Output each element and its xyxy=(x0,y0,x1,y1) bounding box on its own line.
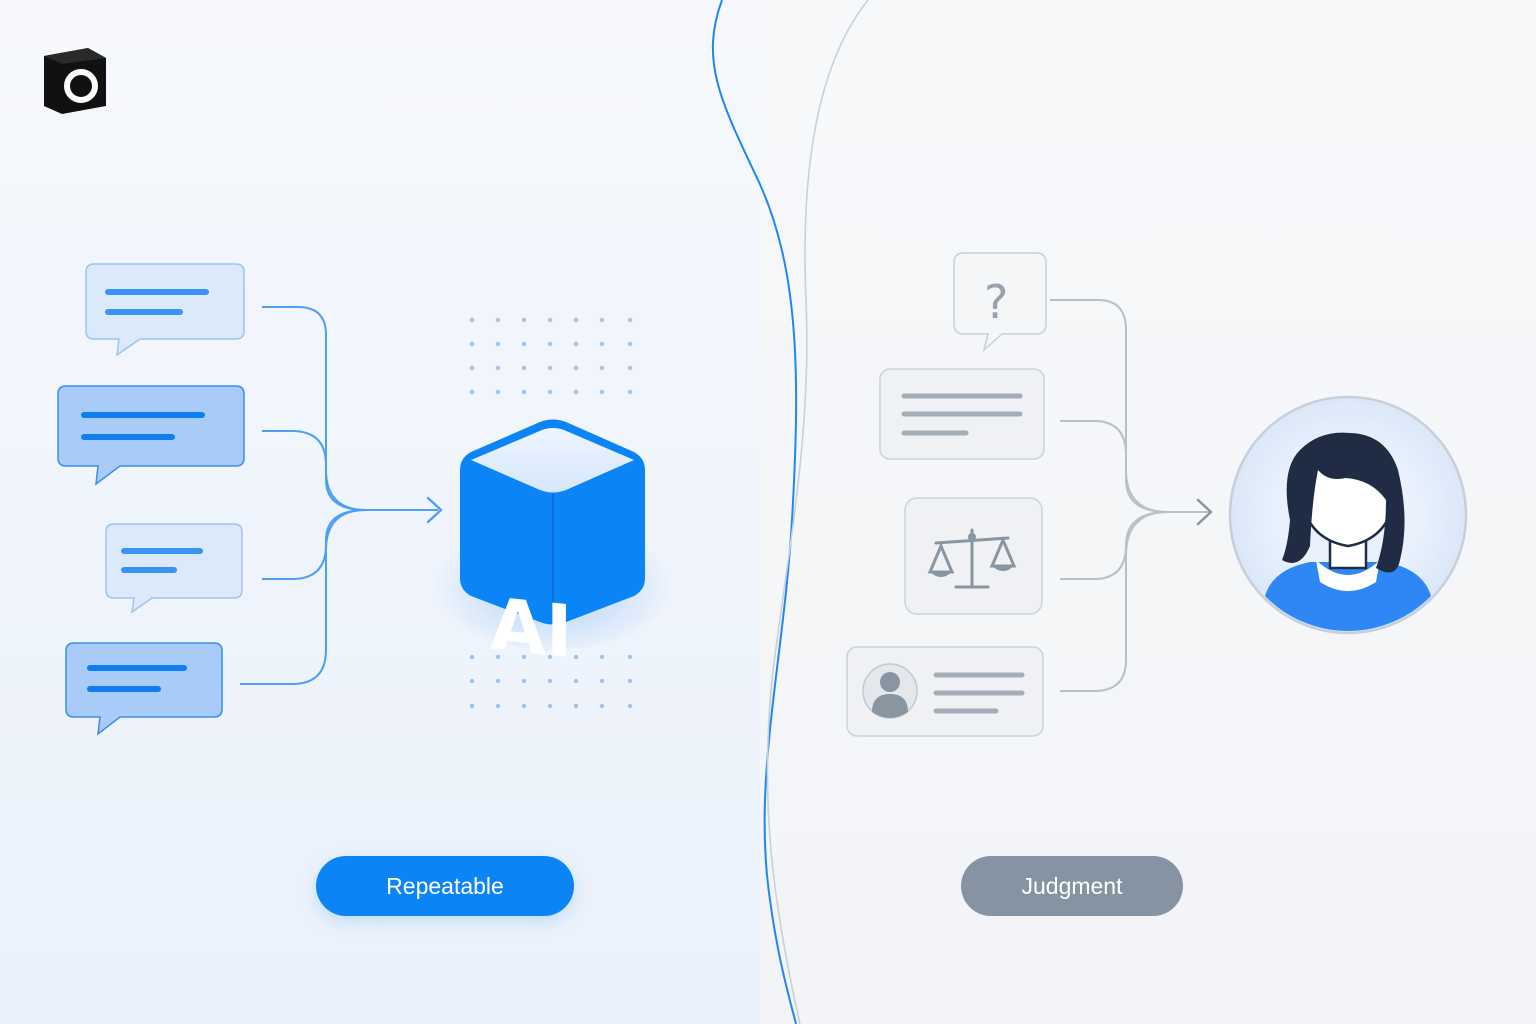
chat-bubble-2 xyxy=(57,385,245,486)
chat-bubble-4 xyxy=(65,642,223,736)
profile-card-icon xyxy=(846,646,1044,737)
chat-bubble-1 xyxy=(85,263,245,357)
balance-scale-icon xyxy=(904,497,1043,615)
arrow-right-icon-gray xyxy=(1196,498,1213,526)
person-avatar-icon xyxy=(1228,395,1468,635)
left-connectors xyxy=(240,306,438,685)
question-mark: ? xyxy=(984,275,1008,329)
divider-curve-blue xyxy=(711,0,798,1024)
divider-curve-gray xyxy=(766,0,869,1024)
dot-grid-bottom xyxy=(469,654,633,709)
question-bubble-icon: ? xyxy=(953,252,1047,353)
dot-grid-top xyxy=(469,317,633,395)
right-connectors xyxy=(1050,299,1210,692)
repeatable-button[interactable]: Repeatable xyxy=(316,856,574,916)
ai-cube-icon: AI xyxy=(433,419,673,675)
document-lines-icon xyxy=(879,368,1045,460)
judgment-button[interactable]: Judgment xyxy=(961,856,1183,916)
cube-outline-logo-icon xyxy=(44,48,106,114)
arrow-right-icon xyxy=(426,496,443,524)
chat-bubble-3 xyxy=(105,523,243,614)
repeatable-panel xyxy=(0,0,800,1024)
ai-label: AI xyxy=(490,583,573,675)
